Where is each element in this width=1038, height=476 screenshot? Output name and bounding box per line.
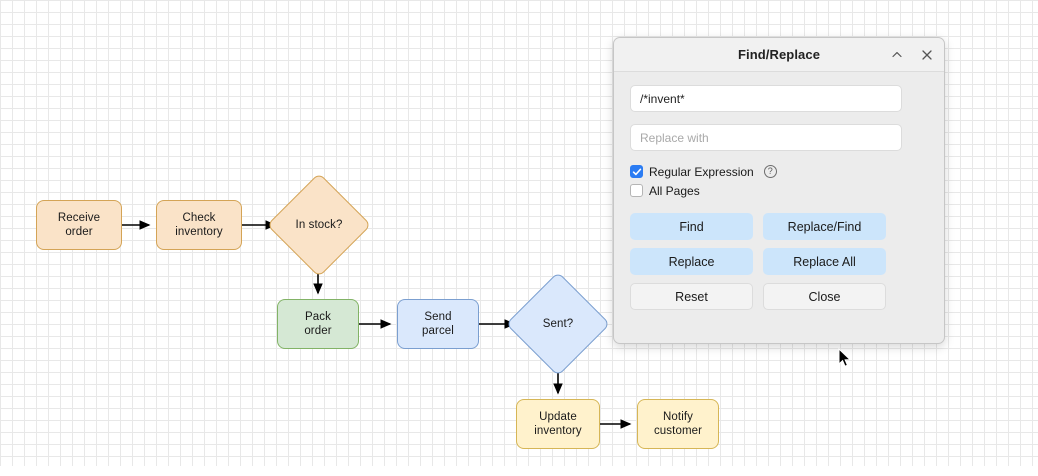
close-icon[interactable]	[918, 46, 936, 64]
flow-node-label: Receive order	[57, 212, 101, 238]
replace-all-button[interactable]: Replace All	[763, 248, 886, 275]
flow-node-pack-order[interactable]: Pack order	[277, 299, 359, 349]
flow-node-label: Notify customer	[653, 411, 703, 437]
dialog-button-grid: Find Replace/Find Replace Replace All Re…	[630, 213, 928, 310]
flow-node-sent[interactable]: Sent?	[505, 271, 611, 377]
flow-node-label: Send parcel	[422, 311, 454, 337]
find-button[interactable]: Find	[630, 213, 753, 240]
flow-node-label: In stock?	[295, 219, 343, 231]
replace-button[interactable]: Replace	[630, 248, 753, 275]
replace-find-button[interactable]: Replace/Find	[763, 213, 886, 240]
flow-node-update-inventory[interactable]: Update inventory	[516, 399, 600, 449]
flow-node-label: Check inventory	[175, 212, 223, 238]
flow-node-in-stock[interactable]: In stock?	[266, 172, 372, 278]
regular-expression-checkbox[interactable]	[630, 165, 643, 178]
flow-node-label: Update inventory	[534, 411, 582, 437]
dialog-window-controls	[888, 38, 936, 71]
flow-node-check-inventory[interactable]: Check inventory	[156, 200, 242, 250]
option-all-pages[interactable]: All Pages	[630, 182, 928, 199]
reset-button[interactable]: Reset	[630, 283, 753, 310]
flow-node-send-parcel[interactable]: Send parcel	[397, 299, 479, 349]
find-replace-dialog: Find/Replace	[613, 37, 945, 344]
close-button[interactable]: Close	[763, 283, 886, 310]
find-input[interactable]	[630, 85, 902, 112]
dialog-title: Find/Replace	[737, 47, 821, 62]
all-pages-label: All Pages	[649, 183, 700, 198]
dialog-body: Regular Expression ? All Pages Find Repl…	[614, 72, 944, 310]
regular-expression-label: Regular Expression	[649, 164, 754, 179]
chevron-up-icon[interactable]	[888, 46, 906, 64]
flow-node-label: Sent?	[542, 318, 574, 330]
all-pages-checkbox[interactable]	[630, 184, 643, 197]
replace-input[interactable]	[630, 124, 902, 151]
help-icon[interactable]: ?	[763, 165, 777, 178]
flow-node-label: Pack order	[304, 311, 332, 337]
canvas-bottom-strip	[0, 466, 1038, 476]
flow-node-receive-order[interactable]: Receive order	[36, 200, 122, 250]
dialog-titlebar[interactable]: Find/Replace	[614, 38, 944, 72]
option-regular-expression[interactable]: Regular Expression ?	[630, 163, 928, 180]
flow-node-notify-customer[interactable]: Notify customer	[637, 399, 719, 449]
